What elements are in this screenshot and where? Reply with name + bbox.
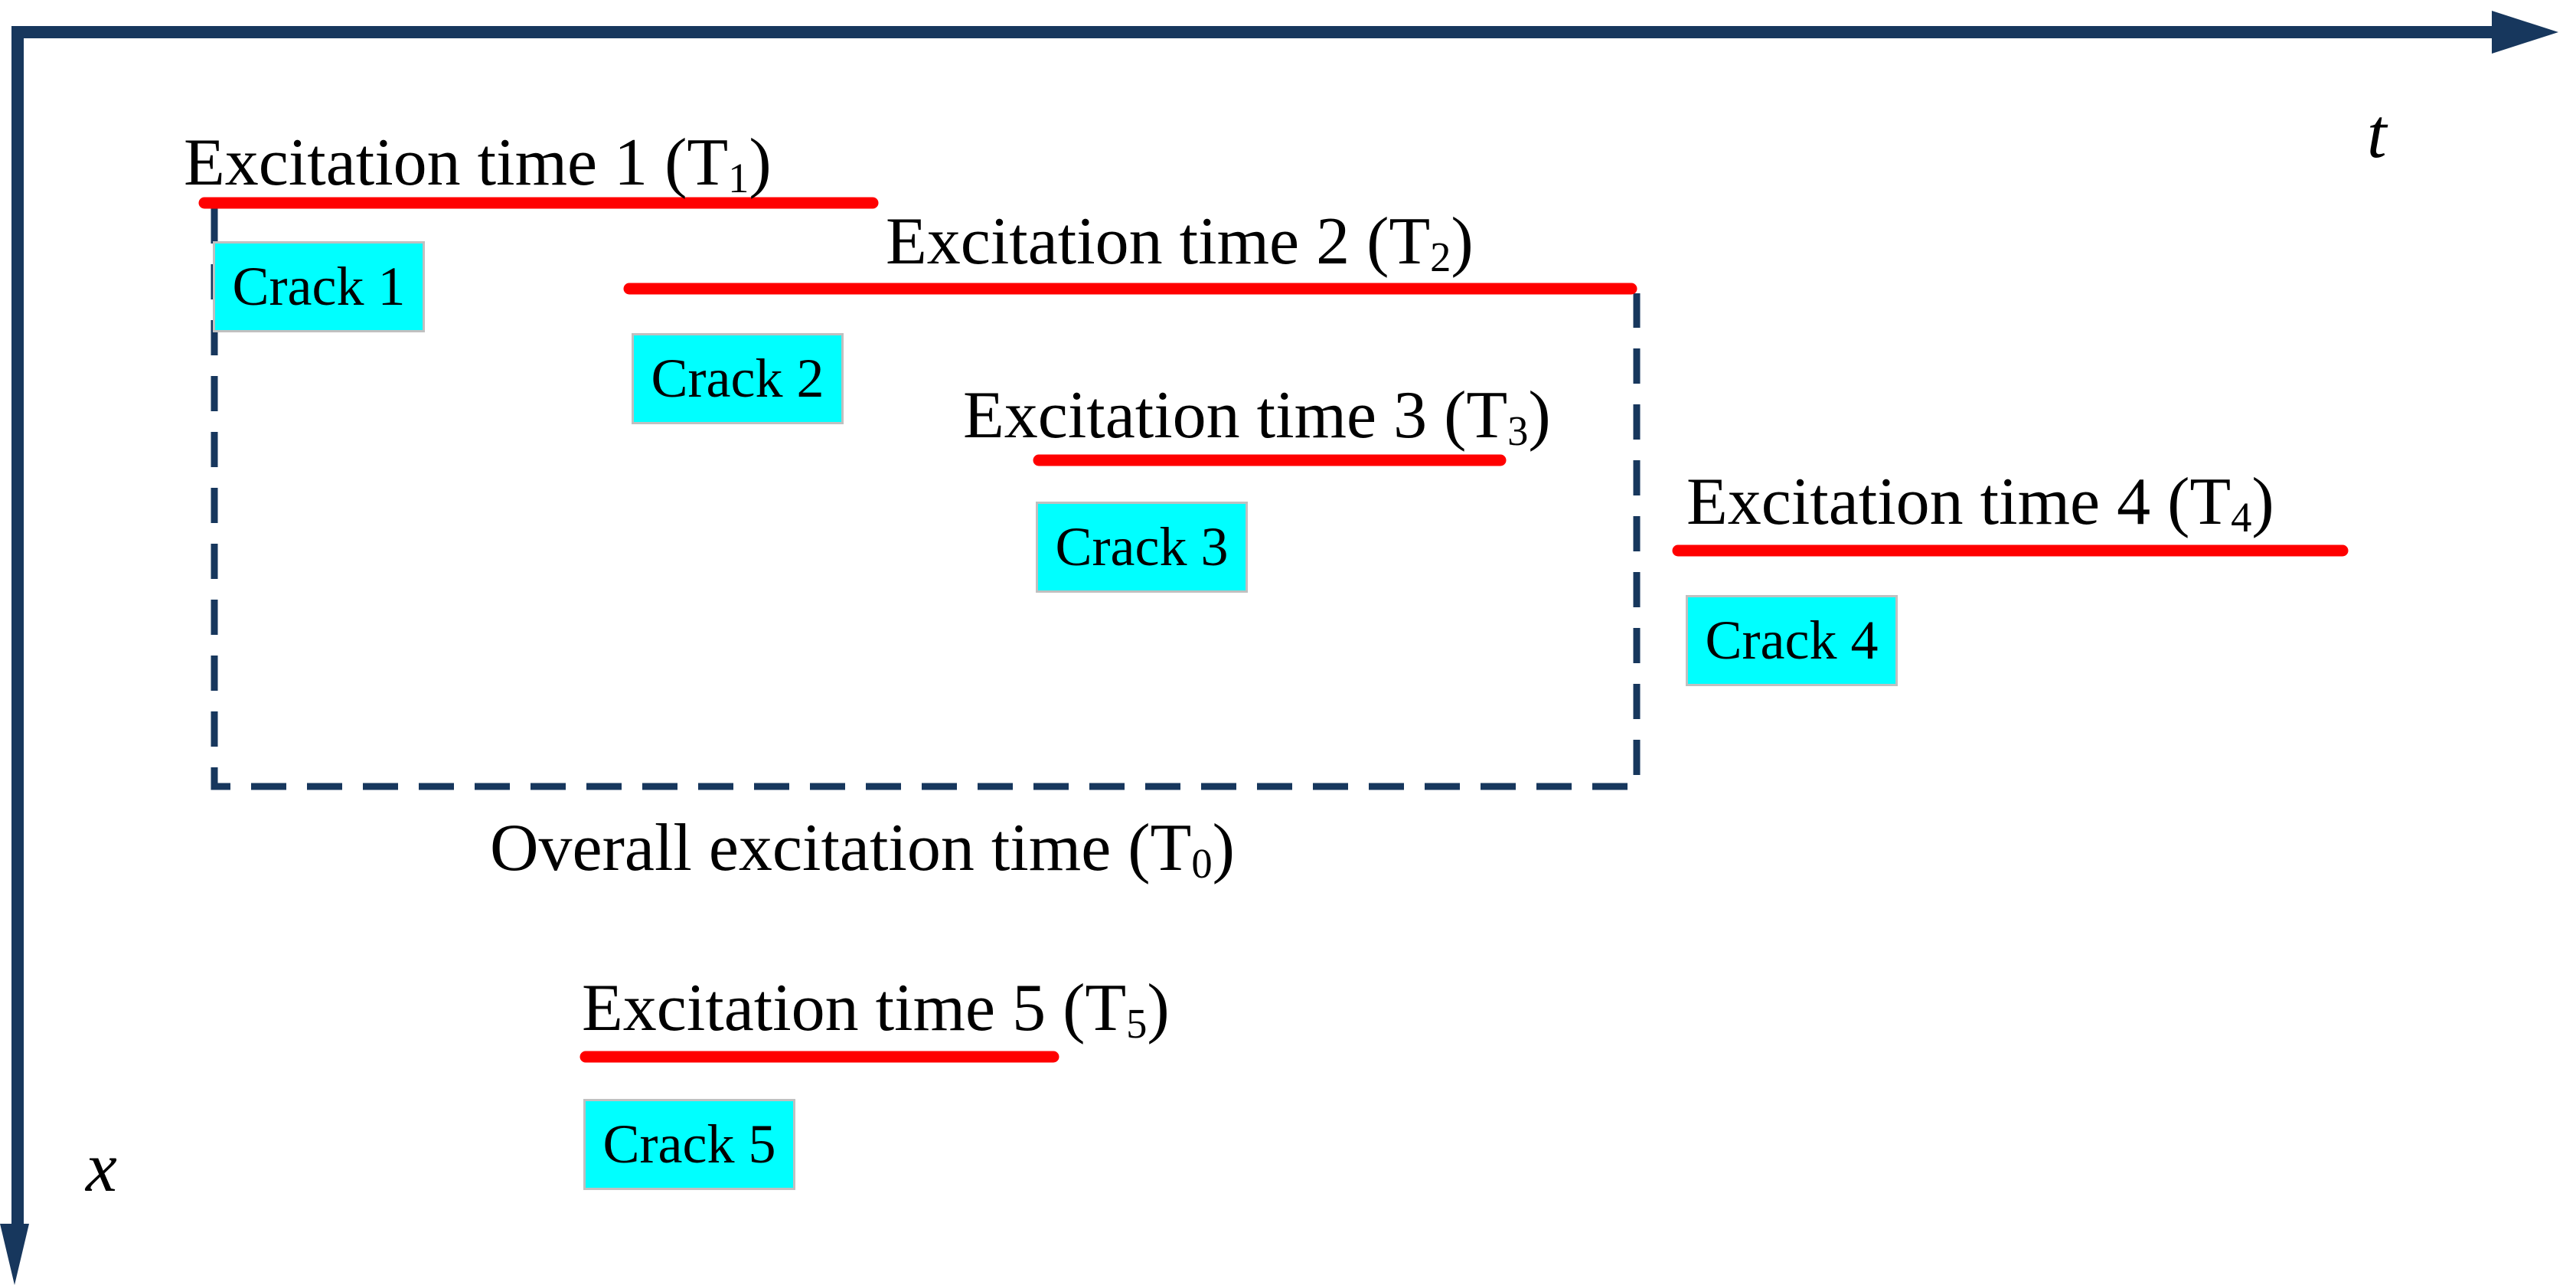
crack-5-box: Crack 5 [583, 1099, 795, 1190]
excitation-4-label-text: Excitation time 4 (T [1686, 465, 2232, 539]
crack-5-label: Crack 5 [602, 1113, 776, 1175]
excitation-2-label: Excitation time 2 (T2) [886, 208, 1474, 278]
overall-excitation-label: Overall excitation time (T0) [490, 815, 1235, 884]
x-axis-label: x [86, 1128, 117, 1206]
excitation-5-label-subscript: 5 [1126, 999, 1148, 1047]
crack-4-box: Crack 4 [1686, 595, 1898, 686]
excitation-1-label: Excitation time 1 (T1) [184, 126, 772, 200]
excitation-1-label-subscript: 1 [728, 154, 749, 201]
crack-2-box: Crack 2 [632, 333, 844, 424]
crack-1-box: Crack 1 [213, 241, 425, 332]
excitation-3-label-subscript: 3 [1507, 407, 1529, 454]
excitation-2-label-close: ) [1451, 204, 1474, 279]
t-axis-arrowhead-icon [2492, 11, 2558, 54]
t-axis-label: t [2367, 94, 2387, 172]
excitation-4-label-subscript: 4 [2231, 493, 2252, 541]
excitation-2-label-subscript: 2 [1430, 233, 1451, 280]
excitation-4-label-close: ) [2251, 465, 2274, 539]
excitation-5-label-text: Excitation time 5 (T [582, 971, 1127, 1045]
excitation-3-label-close: ) [1528, 378, 1551, 453]
t-axis-line [11, 26, 2494, 38]
crack-2-label: Crack 2 [651, 348, 824, 409]
x-axis-line [11, 26, 24, 1227]
overall-excitation-label-text: Overall excitation time (T [490, 811, 1192, 885]
excitation-1-label-text: Excitation time 1 (T [184, 126, 729, 200]
overall-excitation-dashed-box [211, 208, 1641, 790]
crack-1-label: Crack 1 [232, 256, 406, 317]
overall-excitation-label-subscript: 0 [1191, 839, 1213, 887]
crack-3-box: Crack 3 [1036, 502, 1248, 593]
excitation-5-label-close: ) [1147, 971, 1170, 1045]
excitation-3-label-text: Excitation time 3 (T [963, 378, 1508, 453]
x-axis-arrowhead-icon [0, 1224, 29, 1285]
overall-excitation-label-close: ) [1212, 811, 1235, 885]
excitation-4-label: Excitation time 4 (T4) [1686, 469, 2274, 538]
excitation-1-label-close: ) [749, 126, 772, 200]
excitation-3-label: Excitation time 3 (T3) [963, 382, 1551, 452]
excitation-5-label: Excitation time 5 (T5) [582, 975, 1170, 1045]
excitation-2-label-text: Excitation time 2 (T [886, 204, 1431, 279]
crack-3-label: Crack 3 [1055, 516, 1229, 577]
crack-4-label: Crack 4 [1705, 610, 1879, 671]
